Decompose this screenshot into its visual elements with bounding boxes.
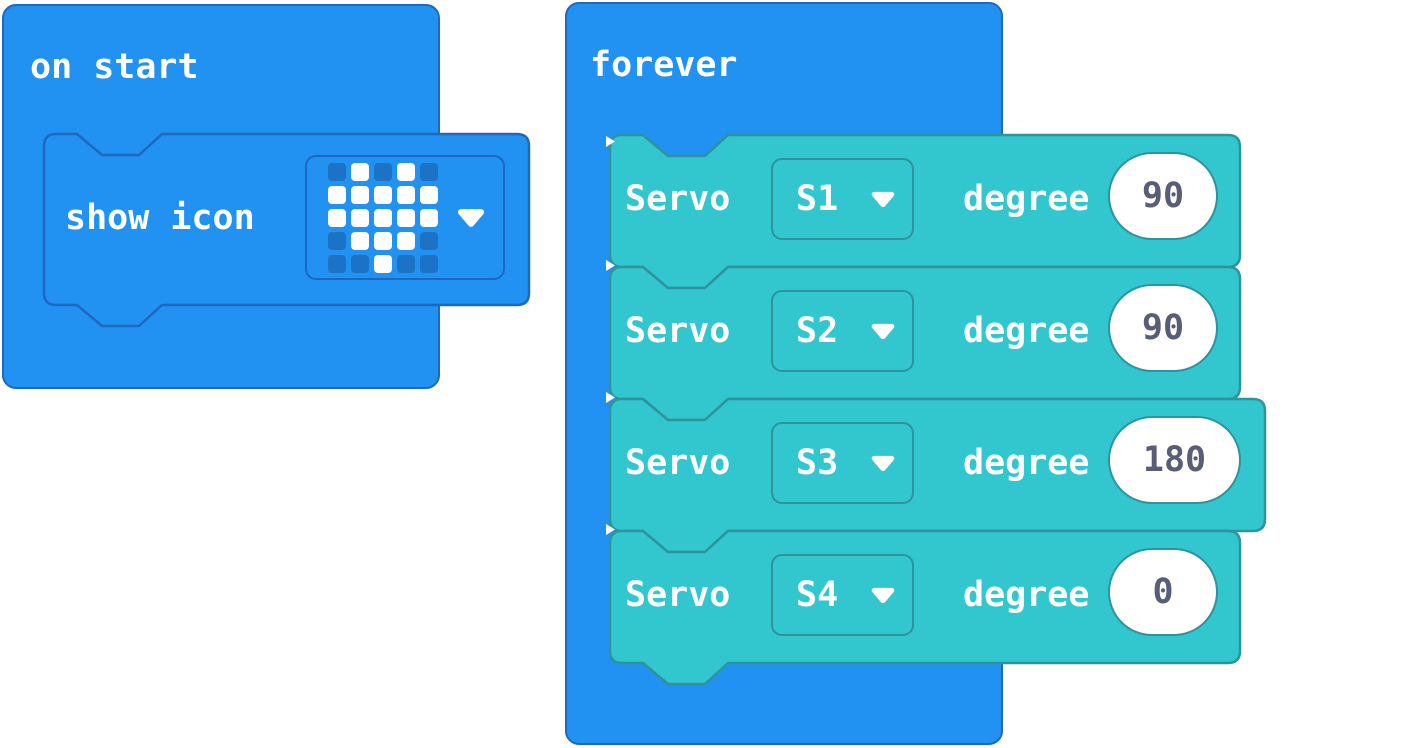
led-cell [420, 185, 438, 204]
led-cell [328, 162, 346, 181]
servo-block-s3[interactable]: Servo S3 degree 180 [608, 397, 1288, 555]
degree-label: degree [963, 443, 1090, 483]
degree-value-field[interactable]: 90 [1108, 284, 1218, 372]
led-grid [328, 162, 438, 273]
servo-channel-value: S1 [796, 179, 839, 219]
servo-block-s4[interactable]: Servo S4 degree 0 [608, 529, 1268, 687]
chevron-down-icon [871, 587, 895, 603]
servo-block-s2[interactable]: Servo S2 degree 90 [608, 265, 1268, 423]
led-cell [328, 231, 346, 250]
servo-channel-dropdown[interactable]: S1 [771, 158, 914, 240]
servo-channel-dropdown[interactable]: S3 [771, 422, 914, 504]
servo-label: Servo [625, 179, 731, 219]
led-cell [374, 254, 392, 273]
chevron-down-icon [871, 455, 895, 471]
degree-value-field[interactable]: 0 [1108, 548, 1218, 636]
led-cell [397, 185, 415, 204]
led-cell [351, 208, 369, 227]
chevron-down-icon [457, 208, 485, 227]
servo-label: Servo [625, 443, 731, 483]
servo-block-shape [608, 529, 1242, 686]
led-cell [328, 208, 346, 227]
led-cell [374, 208, 392, 227]
servo-channel-value: S3 [796, 443, 839, 483]
led-cell [328, 185, 346, 204]
led-cell [328, 254, 346, 273]
servo-channel-dropdown[interactable]: S2 [771, 290, 914, 372]
led-cell [351, 162, 369, 181]
degree-value-field[interactable]: 180 [1108, 416, 1241, 504]
led-cell [397, 254, 415, 273]
on-start-label: on start [30, 47, 199, 87]
servo-channel-dropdown[interactable]: S4 [771, 554, 914, 636]
led-cell [397, 231, 415, 250]
led-cell [397, 162, 415, 181]
block-connection-marker-icon [606, 260, 615, 271]
degree-label: degree [963, 311, 1090, 351]
block-connection-marker-icon [606, 524, 615, 535]
led-cell [420, 231, 438, 250]
show-icon-block[interactable]: show icon [42, 132, 534, 330]
led-cell [374, 185, 392, 204]
led-cell [420, 208, 438, 227]
icon-dropdown[interactable] [305, 155, 505, 280]
led-cell [420, 162, 438, 181]
servo-channel-value: S4 [796, 575, 839, 615]
degree-label: degree [963, 575, 1090, 615]
degree-label: degree [963, 179, 1090, 219]
show-icon-label: show icon [65, 197, 255, 238]
forever-label: forever [590, 45, 738, 85]
block-connection-marker-icon [606, 136, 615, 147]
led-cell [420, 254, 438, 273]
led-cell [351, 185, 369, 204]
block-connection-marker-icon [606, 392, 615, 403]
chevron-down-icon [871, 323, 895, 339]
led-cell [374, 162, 392, 181]
degree-value-field[interactable]: 90 [1108, 152, 1218, 240]
servo-channel-value: S2 [796, 311, 839, 351]
led-cell [351, 254, 369, 273]
chevron-down-icon [871, 191, 895, 207]
servo-label: Servo [625, 575, 731, 615]
led-cell [374, 231, 392, 250]
servo-label: Servo [625, 311, 731, 351]
led-cell [397, 208, 415, 227]
led-cell [351, 231, 369, 250]
